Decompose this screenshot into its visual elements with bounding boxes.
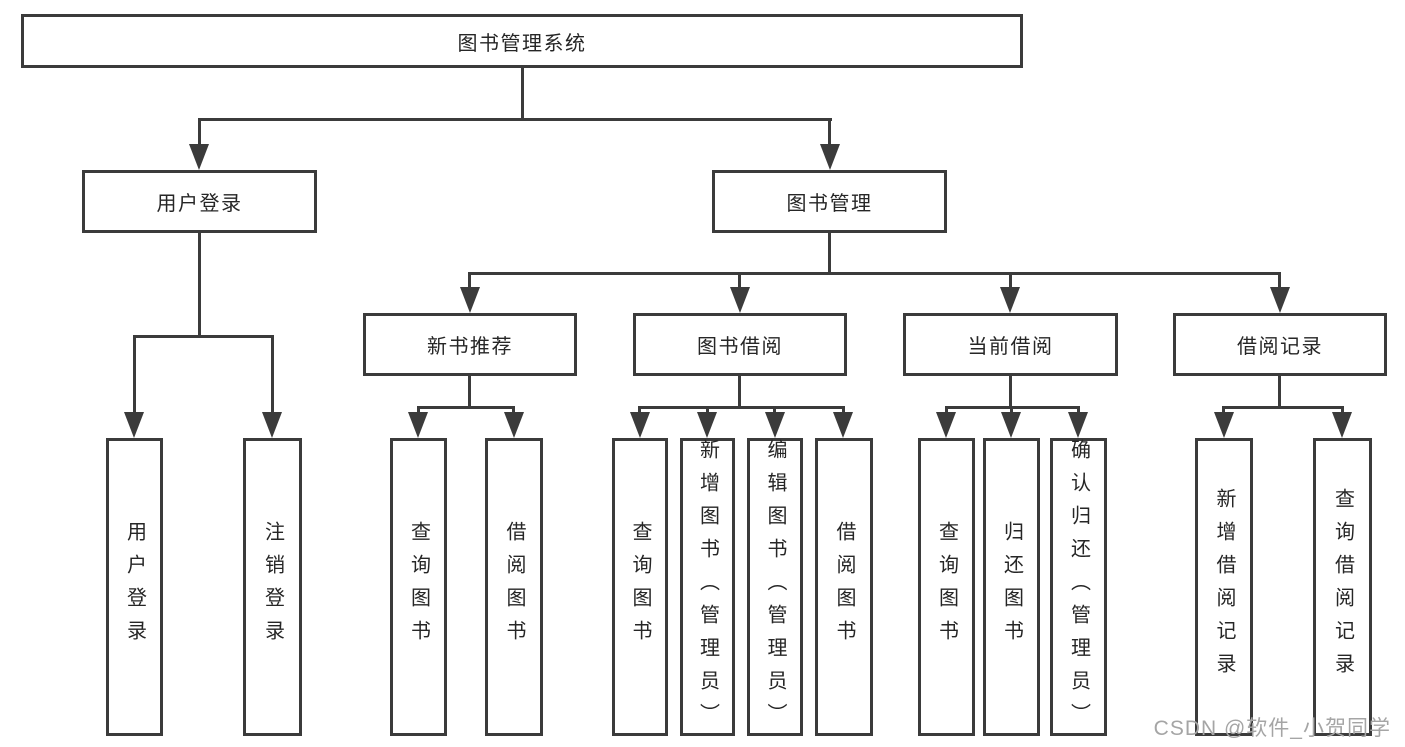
connector-hline bbox=[417, 406, 515, 409]
connector-hline bbox=[133, 335, 274, 338]
arrowhead-down bbox=[765, 412, 785, 438]
node-label: 当前借阅 bbox=[967, 336, 1054, 358]
arrowhead-down bbox=[1270, 287, 1290, 313]
node-label: 编辑图书（管理员） bbox=[764, 438, 786, 736]
node-label: 查询图书 bbox=[935, 521, 958, 653]
arrowhead-down bbox=[262, 412, 282, 438]
arrowhead-down bbox=[730, 287, 750, 313]
connector-hline bbox=[638, 406, 845, 409]
node-borrowing-records: 借阅记录 bbox=[1173, 313, 1387, 376]
connector-vline bbox=[1278, 272, 1281, 295]
arrowhead-down bbox=[189, 144, 209, 170]
arrowhead-down bbox=[697, 412, 717, 438]
node-book-borrowing: 图书借阅 bbox=[633, 313, 847, 376]
node-label: 查询图书 bbox=[407, 521, 430, 653]
node-label: 图书借阅 bbox=[697, 336, 783, 358]
connector-vline bbox=[521, 68, 524, 118]
node-query-books-current: 查询图书 bbox=[918, 438, 975, 736]
node-label: 图书管理系统 bbox=[457, 32, 587, 55]
connector-vline bbox=[468, 376, 471, 406]
node-current-borrowing: 当前借阅 bbox=[903, 313, 1118, 376]
csdn-watermark: CSDN @软件_小贺同学 bbox=[1153, 717, 1391, 740]
connector-vline bbox=[828, 233, 831, 272]
node-label: 借阅图书 bbox=[503, 521, 525, 653]
node-library-management-system: 图书管理系统 bbox=[21, 14, 1023, 68]
node-logout-leaf: 注销登录 bbox=[243, 438, 302, 736]
connector-hline bbox=[198, 118, 832, 121]
arrowhead-down bbox=[1068, 412, 1088, 438]
connector-vline bbox=[1009, 376, 1012, 406]
node-return-books: 归还图书 bbox=[983, 438, 1040, 736]
node-add-books-admin: 新增图书（管理员） bbox=[680, 438, 735, 736]
node-query-books-borrowing: 查询图书 bbox=[612, 438, 668, 736]
node-label: 注销登录 bbox=[261, 521, 284, 653]
connector-vline bbox=[738, 376, 741, 406]
arrowhead-down bbox=[1001, 412, 1021, 438]
arrowhead-down bbox=[1332, 412, 1352, 438]
node-query-books-recommend: 查询图书 bbox=[390, 438, 447, 736]
node-label: 图书管理 bbox=[786, 193, 873, 215]
node-label: 新增图书（管理员） bbox=[696, 438, 719, 736]
node-new-book-recommendation: 新书推荐 bbox=[363, 313, 577, 376]
node-label: 借阅记录 bbox=[1237, 336, 1323, 358]
connector-vline bbox=[828, 118, 831, 152]
node-label: 用户登录 bbox=[156, 193, 243, 215]
connector-hline bbox=[468, 272, 1281, 275]
node-book-management: 图书管理 bbox=[712, 170, 947, 233]
node-borrow-books-recommend: 借阅图书 bbox=[485, 438, 543, 736]
connector-vline bbox=[1009, 272, 1012, 295]
node-label: 用户登录 bbox=[123, 521, 146, 653]
node-label: 新书推荐 bbox=[427, 336, 513, 358]
node-label: 确认归还（管理员） bbox=[1067, 438, 1090, 736]
connector-vline bbox=[271, 335, 274, 420]
node-label: 查询图书 bbox=[629, 521, 651, 653]
node-label: 新增借阅记录 bbox=[1213, 488, 1235, 686]
node-label: 查询借阅记录 bbox=[1331, 488, 1354, 686]
connector-hline bbox=[1222, 406, 1344, 409]
node-edit-books-admin: 编辑图书（管理员） bbox=[747, 438, 803, 736]
node-query-borrowing-record: 查询借阅记录 bbox=[1313, 438, 1372, 736]
node-user-login: 用户登录 bbox=[82, 170, 317, 233]
arrowhead-down bbox=[630, 412, 650, 438]
connector-vline bbox=[198, 233, 201, 335]
node-confirm-return-admin: 确认归还（管理员） bbox=[1050, 438, 1107, 736]
arrowhead-down bbox=[1214, 412, 1234, 438]
connector-vline bbox=[133, 335, 136, 420]
node-add-borrowing-record: 新增借阅记录 bbox=[1195, 438, 1253, 736]
connector-vline bbox=[198, 118, 201, 152]
connector-vline bbox=[1278, 376, 1281, 406]
connector-vline bbox=[468, 272, 471, 295]
arrowhead-down bbox=[833, 412, 853, 438]
node-user-login-leaf: 用户登录 bbox=[106, 438, 163, 736]
node-label: 归还图书 bbox=[1000, 521, 1023, 653]
arrowhead-down bbox=[124, 412, 144, 438]
node-borrow-books: 借阅图书 bbox=[815, 438, 873, 736]
arrowhead-down bbox=[936, 412, 956, 438]
arrowhead-down bbox=[820, 144, 840, 170]
arrowhead-down bbox=[504, 412, 524, 438]
arrowhead-down bbox=[460, 287, 480, 313]
node-label: 借阅图书 bbox=[833, 521, 855, 653]
connector-vline bbox=[738, 272, 741, 295]
arrowhead-down bbox=[1000, 287, 1020, 313]
arrowhead-down bbox=[408, 412, 428, 438]
